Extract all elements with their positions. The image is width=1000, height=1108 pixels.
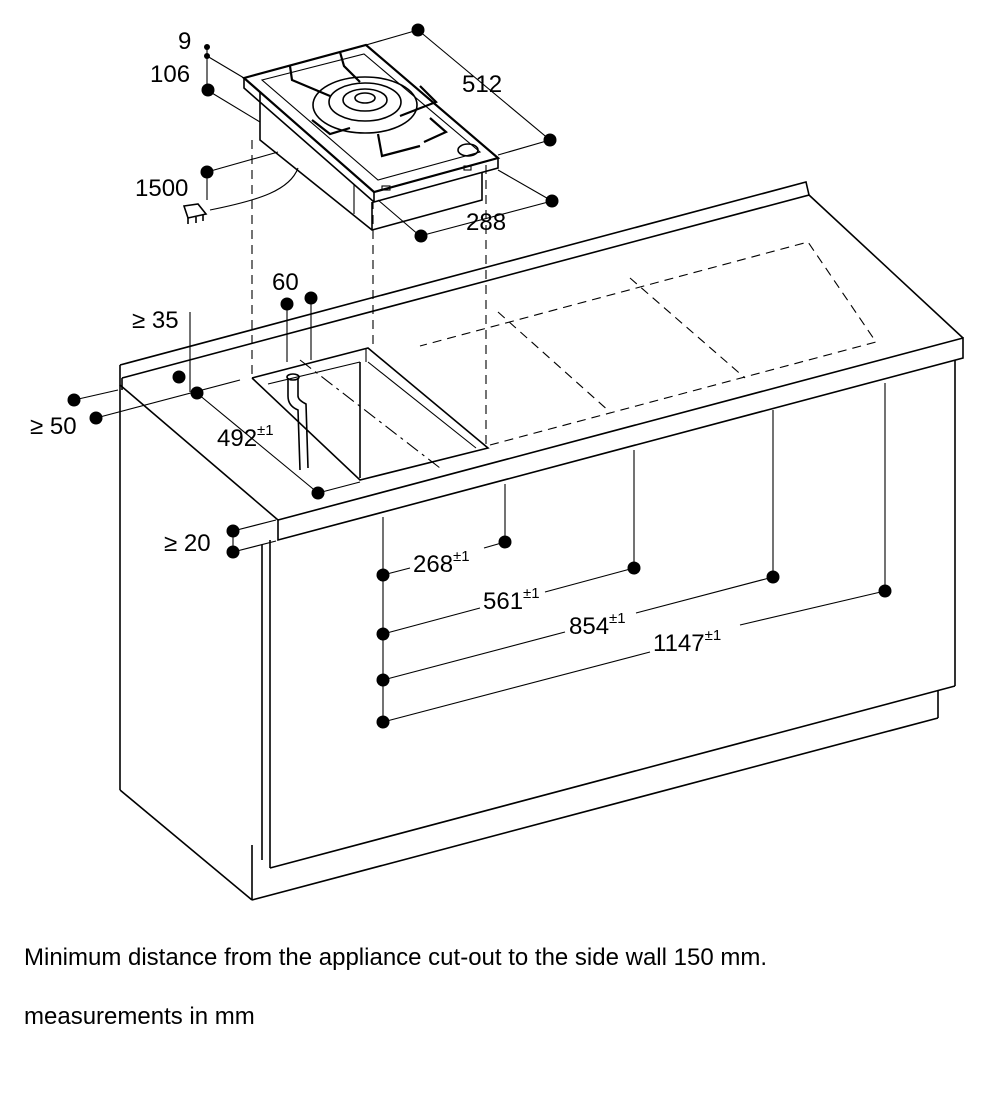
label-561: 561±1 bbox=[483, 585, 540, 615]
label-front-min: ≥ 20 bbox=[164, 530, 211, 557]
installation-diagram: 9 106 1500 512 288 60 ≥ 35 ≥ 50 492±1 ≥ … bbox=[30, 23, 964, 901]
units-note: measurements in mm bbox=[24, 1003, 255, 1030]
label-492: 492±1 bbox=[217, 422, 274, 452]
label-1147: 1147±1 bbox=[653, 627, 721, 657]
label-side-min: ≥ 50 bbox=[30, 413, 77, 440]
label-1500: 1500 bbox=[135, 175, 188, 202]
future-hob-outlines bbox=[251, 140, 877, 446]
dimension-dots bbox=[67, 23, 892, 729]
cabinet bbox=[119, 181, 964, 901]
label-106: 106 bbox=[150, 61, 190, 88]
label-60: 60 bbox=[272, 269, 299, 296]
label-9: 9 bbox=[178, 28, 191, 55]
label-854: 854±1 bbox=[569, 610, 626, 640]
label-rear-min: ≥ 35 bbox=[132, 307, 179, 334]
dimension-labels: 9 106 1500 512 288 60 ≥ 35 ≥ 50 492±1 ≥ … bbox=[30, 28, 721, 657]
label-268: 268±1 bbox=[413, 548, 470, 578]
label-288: 288 bbox=[466, 209, 506, 236]
gas-hob bbox=[182, 43, 501, 231]
side-wall-note: Minimum distance from the appliance cut-… bbox=[24, 944, 768, 971]
label-512: 512 bbox=[462, 71, 502, 98]
dimension-lines bbox=[73, 29, 886, 724]
cutout bbox=[251, 347, 490, 481]
